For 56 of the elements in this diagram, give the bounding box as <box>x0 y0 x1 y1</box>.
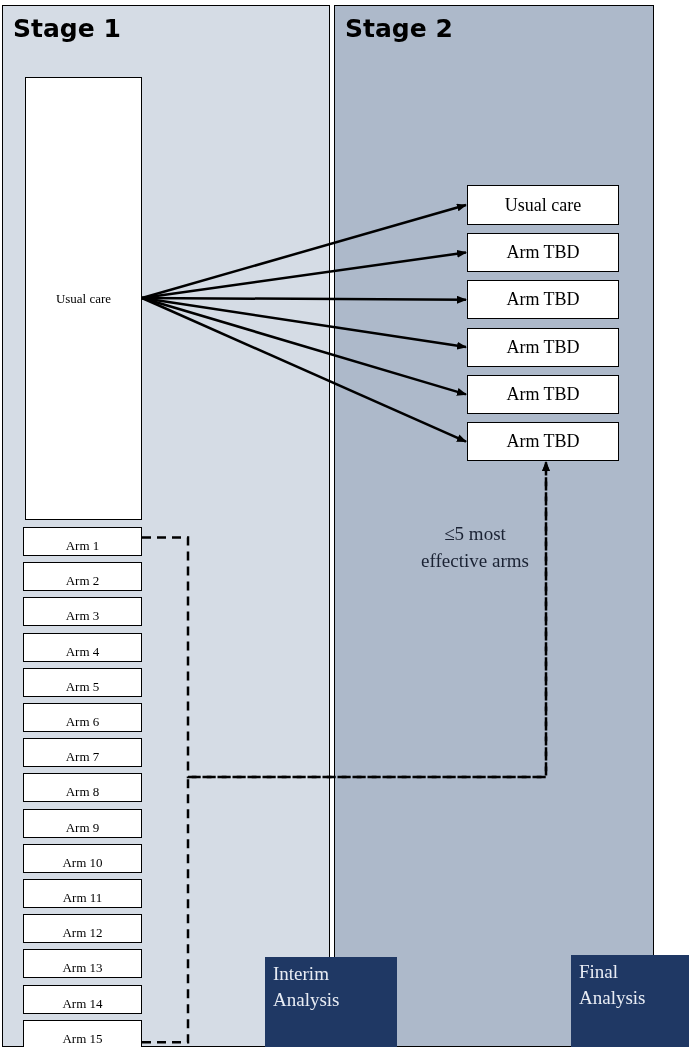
arm-label: Arm 10 <box>62 854 103 871</box>
arm-box <box>23 562 142 592</box>
arm-label: Arm 7 <box>65 749 100 766</box>
arm-box <box>23 738 142 768</box>
arm-label: Arm 13 <box>62 960 103 977</box>
arm-label: Arm 1 <box>65 538 100 554</box>
arm-label: Arm 14 <box>62 995 103 1012</box>
arm-box <box>23 1019 142 1047</box>
note-text: ≤5 most effective arms <box>420 522 530 573</box>
arm-box <box>467 327 619 367</box>
arm-box <box>25 77 142 520</box>
arm-label: Arm TBD <box>506 382 580 406</box>
arm-box <box>23 843 142 873</box>
arm-label: Arm 2 <box>65 573 100 590</box>
analysis-label-box <box>571 955 689 1047</box>
arm-label: Arm TBD <box>506 335 580 359</box>
arm-box <box>23 703 142 732</box>
arm-label: Usual care <box>504 193 582 217</box>
arm-box <box>467 185 619 225</box>
arm-box <box>467 280 619 320</box>
arm-box <box>23 527 142 556</box>
arm-label: Arm TBD <box>506 430 580 454</box>
arm-label: Arm 8 <box>65 784 100 801</box>
arm-label: Arm 6 <box>65 714 100 730</box>
arm-box <box>23 773 142 803</box>
arm-box <box>467 233 619 272</box>
arm-box <box>23 597 142 627</box>
arrow <box>141 296 467 443</box>
arm-box <box>23 949 142 979</box>
arm-box <box>23 808 142 838</box>
arm-label: Arm 11 <box>62 890 103 906</box>
arm-label: Final Analysis <box>579 961 646 1008</box>
arm-label: Arm 5 <box>65 678 100 695</box>
stage-heading: Stage 2 <box>345 13 453 45</box>
arrow <box>141 203 467 300</box>
analysis-label-box <box>265 957 397 1047</box>
arm-label: Arm 3 <box>65 608 100 625</box>
arm-label: Arm TBD <box>506 288 580 312</box>
dashed-arrow <box>142 461 550 1044</box>
arm-box <box>467 422 619 462</box>
arm-label: Usual care <box>55 289 112 308</box>
arm-box <box>23 914 142 944</box>
arm-box <box>23 667 142 697</box>
arm-label: Interim Analysis <box>273 963 340 1010</box>
arm-label: Arm 9 <box>65 819 100 836</box>
arm-label: Arm 4 <box>65 643 100 660</box>
arm-box <box>23 632 142 662</box>
arm-label: Arm 12 <box>62 925 103 942</box>
arm-box <box>467 374 619 414</box>
stage-heading: Stage 1 <box>13 13 121 45</box>
arm-label: Arm 15 <box>62 1030 103 1047</box>
arrow <box>141 296 467 396</box>
arm-label: Arm TBD <box>506 241 580 264</box>
arm-box <box>23 879 142 908</box>
arrow <box>141 249 467 300</box>
arm-box <box>23 984 142 1014</box>
